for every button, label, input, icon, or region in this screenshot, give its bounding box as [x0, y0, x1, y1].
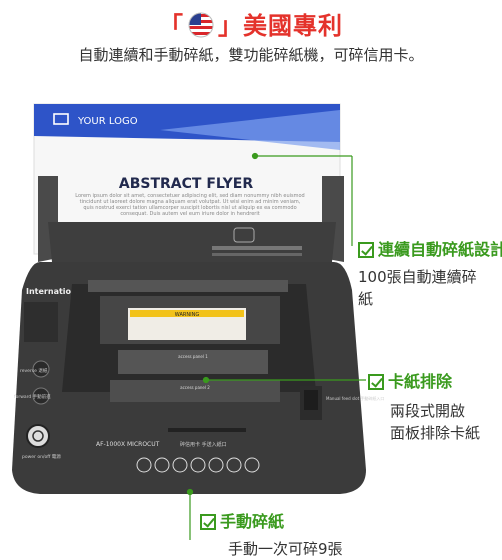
flyer-heading: ABSTRACT FLYER	[119, 176, 253, 192]
callout-title: 手動碎紙	[220, 512, 285, 531]
logo-icon	[53, 113, 69, 125]
card-slot-label: 碎信用卡 手送入紙口	[180, 441, 227, 448]
title-open-bracket: 「	[159, 12, 184, 40]
checkbox-icon	[358, 242, 374, 258]
subtitle: 自動連續和手動碎紙，雙功能碎紙機，可碎信用卡。	[78, 46, 424, 64]
callout-desc: 紙	[358, 290, 374, 308]
forward-label: forward 手動前進	[14, 393, 51, 400]
callout-auto-shred: 連續自動碎紙設計 100張自動連續碎 紙	[358, 236, 502, 310]
brand-label: International	[26, 287, 85, 296]
access-panel-2-label: access panel 2	[180, 385, 210, 390]
callout-title: 卡紙排除	[388, 372, 453, 391]
access-panel-2	[110, 380, 280, 402]
shredder-body: International WARNING access panel 1 acc…	[12, 262, 384, 494]
flyer-logo-text: YOUR LOGO	[77, 116, 138, 127]
callout-desc: 兩段式開啟	[390, 402, 466, 420]
callout-lines	[186, 152, 366, 540]
callout-desc: 100張自動連續碎	[358, 268, 477, 286]
callout-jam-clear: 卡紙排除 兩段式開啟 面板排除卡紙	[368, 368, 498, 444]
page-title: 「 」美國專利	[0, 6, 502, 41]
callout-manual-shred: 手動碎紙 手動一次可碎9張	[200, 508, 400, 560]
reverse-label: reverse 退紙	[20, 367, 48, 374]
flyer-body: Lorem ipsum dolor sit amet, consectetuer…	[75, 193, 305, 217]
access-panel-1	[118, 350, 268, 374]
warning-label: WARNING	[175, 312, 200, 318]
callout-desc: 面板排除卡紙	[390, 424, 481, 442]
manual-feed-label: Manual feed slot 手動碎紙入口	[326, 395, 384, 401]
title-text: 美國專利	[243, 12, 343, 40]
checkbox-icon	[200, 514, 216, 530]
callout-desc: 手動一次可碎9張	[228, 540, 343, 558]
model-label: AF-1000X MICROCUT	[96, 441, 160, 448]
title-close-bracket: 」	[218, 12, 243, 40]
us-flag-icon	[188, 12, 214, 38]
forward-button	[32, 387, 50, 405]
callout-title: 連續自動碎紙設計	[378, 240, 502, 259]
power-button	[26, 424, 50, 448]
power-label: power on/off 電源	[22, 453, 61, 460]
access-panel-1-label: access panel 1	[178, 354, 208, 359]
reverse-button	[32, 360, 50, 378]
checkbox-icon	[368, 374, 384, 390]
